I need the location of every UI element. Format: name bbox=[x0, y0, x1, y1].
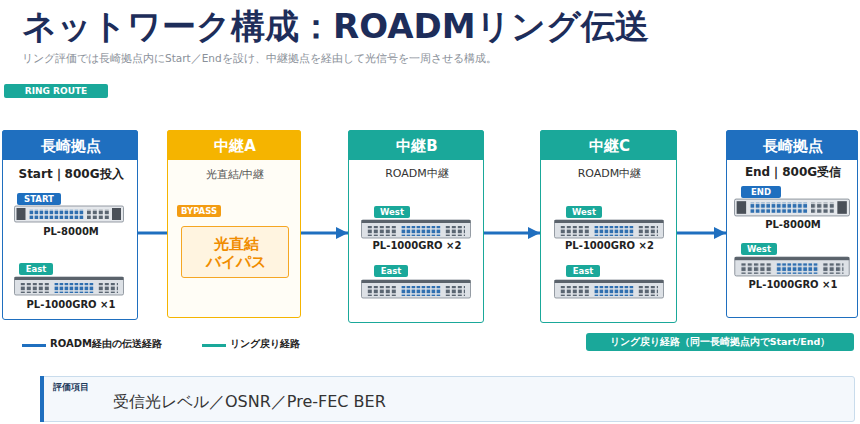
route-tag: RING ROUTE bbox=[4, 84, 108, 98]
evaluation-box: 評価項目受信光レベル／OSNR／Pre-FEC BER bbox=[40, 376, 855, 422]
port-tag: West bbox=[374, 206, 410, 218]
node-text: Start｜800G投入 bbox=[3, 167, 139, 181]
node-title: West bbox=[566, 206, 602, 218]
node-text: PL-8000M bbox=[727, 219, 859, 231]
legend-text: ROADM経由の伝送経路 bbox=[50, 338, 162, 350]
page-title: ネットワーク構成：ROADMリング伝送 bbox=[22, 6, 649, 47]
port-tag: West bbox=[566, 206, 602, 218]
port-tag: START bbox=[17, 193, 61, 205]
bypass-inner-box: 光直結 バイパス bbox=[181, 226, 289, 278]
node-text: PL-1000GRO ×1 bbox=[3, 299, 139, 311]
node-title: 中継A bbox=[168, 137, 302, 155]
node-title: 長崎拠点 bbox=[3, 137, 139, 155]
return-route-tag: リング戻り経路（同一長崎拠点内でStart/End） bbox=[586, 333, 854, 351]
node-text: PL-8000M bbox=[3, 226, 139, 238]
node-title: 評価項目 bbox=[53, 382, 89, 393]
transmission-link bbox=[677, 232, 726, 235]
site-box: 長崎拠点 Start｜800G投入 PL-8000M PL-1000GRO ×1 STA… bbox=[2, 130, 138, 320]
port-tag: West bbox=[741, 243, 777, 255]
site-box: 長崎拠点 End｜800G受信 PL-8000M PL-1000GRO ×1 END We… bbox=[726, 130, 858, 318]
transmission-link bbox=[484, 232, 540, 235]
subtitle: リング評価では長崎拠点内にStart／Endを設け、中継拠点を経由して光信号を一… bbox=[22, 52, 497, 65]
node-title: 中継B bbox=[349, 137, 485, 155]
node-title: East bbox=[566, 265, 600, 277]
node-title: RING ROUTE bbox=[4, 84, 108, 98]
node-title: West bbox=[741, 243, 777, 255]
port-tag: END bbox=[741, 186, 781, 198]
node-title: East bbox=[374, 265, 408, 277]
node-text: ROADM中継 bbox=[349, 167, 485, 180]
relay-box: 中継C ROADM中継 PL-1000GRO ×2 WestEast bbox=[540, 130, 677, 323]
legend-swatch bbox=[202, 344, 226, 347]
node-text: ROADM中継 bbox=[541, 167, 678, 180]
transmission-link bbox=[138, 232, 167, 235]
node-title: END bbox=[741, 186, 781, 198]
legend-text: リング戻り経路 bbox=[230, 338, 300, 350]
node-text: PL-1000GRO ×2 bbox=[349, 240, 485, 252]
accent-bar bbox=[40, 376, 44, 422]
node-title: East bbox=[19, 263, 53, 275]
node-title: 長崎拠点 bbox=[727, 137, 859, 155]
node-title: BYPASS bbox=[177, 205, 221, 217]
node-text: 受信光レベル／OSNR／Pre-FEC BER bbox=[113, 392, 386, 411]
node-title: 中継C bbox=[541, 137, 678, 155]
node-text: PL-1000GRO ×1 bbox=[727, 279, 859, 291]
node-text: 光直結/中継 bbox=[168, 168, 302, 181]
node-title: West bbox=[374, 206, 410, 218]
relay-box: 中継B ROADM中継 PL-1000GRO ×2 WestEast bbox=[348, 130, 484, 323]
bypass-box: 中継A 光直結/中継 BYPASS 光直結 バイパス bbox=[167, 130, 301, 318]
port-tag: East bbox=[19, 263, 53, 275]
transmission-link bbox=[301, 232, 348, 235]
port-tag: East bbox=[566, 265, 600, 277]
port-tag: BYPASS bbox=[177, 205, 221, 217]
node-text: End｜800G受信 bbox=[727, 165, 859, 179]
node-title: 光直結 バイパス bbox=[182, 235, 290, 271]
node-title: START bbox=[17, 193, 61, 205]
legend-swatch bbox=[22, 344, 46, 347]
node-text: PL-1000GRO ×2 bbox=[541, 240, 678, 252]
node-title: リング戻り経路（同一長崎拠点内でStart/End） bbox=[586, 333, 854, 351]
port-tag: East bbox=[374, 265, 408, 277]
